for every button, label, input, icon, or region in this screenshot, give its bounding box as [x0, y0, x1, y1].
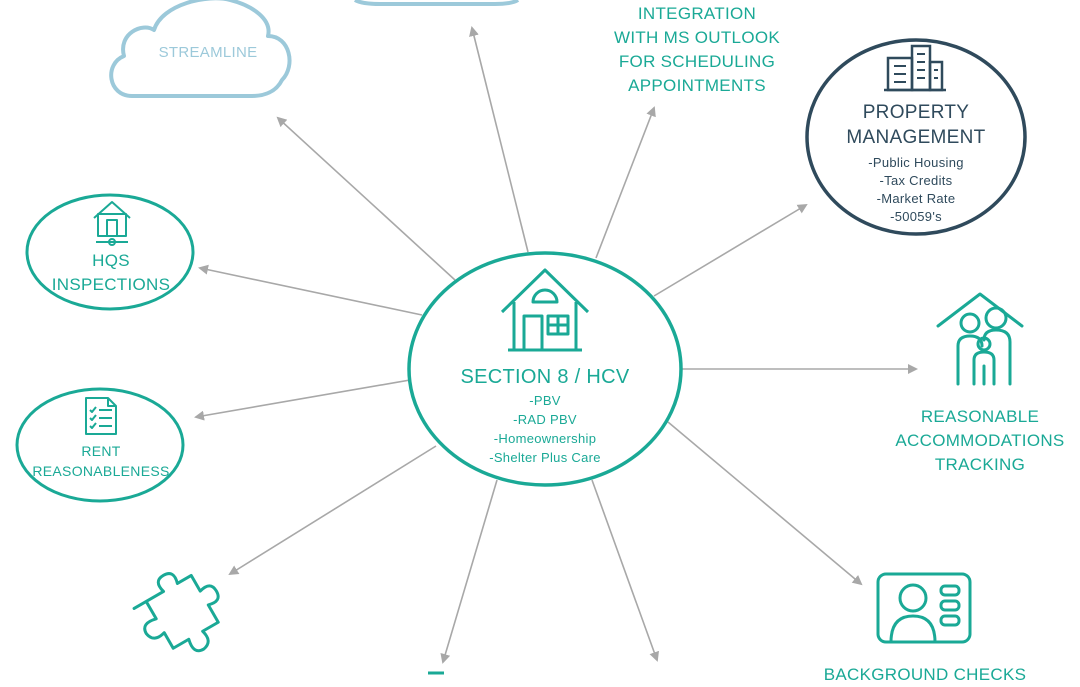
- hqs-node-ellipse: [25, 193, 195, 311]
- center-items: -PBV -RAD PBV -Homeownership -Shelter Pl…: [445, 391, 645, 467]
- property-item: -Public Housing: [868, 155, 964, 170]
- top-box-partial: [354, 0, 520, 6]
- rent-line-1: RENT: [81, 443, 121, 459]
- rent-line-2: REASONABLENESS: [32, 463, 170, 479]
- center-title: SECTION 8 / HCV: [460, 366, 630, 388]
- accommodations-label: REASONABLE ACCOMMODATIONS TRACKING: [880, 405, 1080, 477]
- property-line-2: MANAGEMENT: [846, 127, 986, 148]
- integration-line-2: WITH MS OUTLOOK: [614, 28, 780, 47]
- checklist-icon: [85, 397, 117, 435]
- id-card-icon: [876, 572, 972, 644]
- property-items: -Public Housing -Tax Credits -Market Rat…: [816, 154, 1016, 226]
- background-checks-label: BACKGROUND CHECKS: [823, 665, 1027, 684]
- streamline-label: STREAMLINE: [158, 44, 258, 61]
- arrow-to-bottom-right: [591, 479, 659, 662]
- center-item: -PBV: [529, 393, 561, 408]
- rent-label: RENT REASONABLENESS: [22, 441, 180, 481]
- integration-line-3: FOR SCHEDULING: [618, 52, 776, 71]
- arrow-to-bottom-left: [440, 479, 498, 664]
- arrow-to-rent: [194, 379, 411, 421]
- property-item: -Market Rate: [876, 191, 956, 206]
- center-item: -Homeownership: [493, 431, 597, 446]
- arrow-to-top-box: [469, 26, 529, 253]
- rent-node-ellipse: [15, 387, 185, 503]
- connector-arrows: [194, 26, 918, 664]
- arrow-to-puzzle: [228, 445, 437, 576]
- integration-line-1: INTEGRATION: [637, 4, 757, 23]
- family-home-icon: [936, 292, 1024, 386]
- property-item: -Tax Credits: [879, 173, 953, 188]
- accommodations-line-2: ACCOMMODATIONS: [895, 431, 1065, 450]
- arrow-to-property: [653, 203, 808, 297]
- accommodations-line-1: REASONABLE: [920, 407, 1040, 426]
- integration-line-4: APPOINTMENTS: [628, 76, 766, 95]
- property-node-ellipse: [805, 38, 1027, 236]
- arrow-to-hqs: [198, 264, 423, 316]
- arrow-to-background: [667, 421, 863, 586]
- property-line-1: PROPERTY: [862, 102, 970, 123]
- cloud-shape: [109, 0, 292, 98]
- center-node-ellipse: [407, 251, 683, 487]
- hqs-label: HQS INSPECTIONS: [40, 249, 182, 297]
- house-icon: [500, 268, 590, 352]
- hqs-line-1: HQS: [92, 251, 130, 270]
- arrow-to-integration: [595, 106, 656, 259]
- property-label: PROPERTY MANAGEMENT: [816, 100, 1016, 150]
- accommodations-line-3: TRACKING: [934, 455, 1026, 474]
- property-item: -50059's: [890, 209, 942, 224]
- building-icon: [884, 44, 946, 92]
- center-item: -RAD PBV: [513, 412, 577, 427]
- arrow-to-streamline: [276, 116, 456, 281]
- integration-label: INTEGRATION WITH MS OUTLOOK FOR SCHEDULI…: [590, 2, 804, 98]
- puzzle-piece-icon: [132, 572, 220, 653]
- hqs-line-2: INSPECTIONS: [51, 275, 171, 294]
- house-inspection-icon: [93, 201, 131, 246]
- center-item: -Shelter Plus Care: [489, 450, 601, 465]
